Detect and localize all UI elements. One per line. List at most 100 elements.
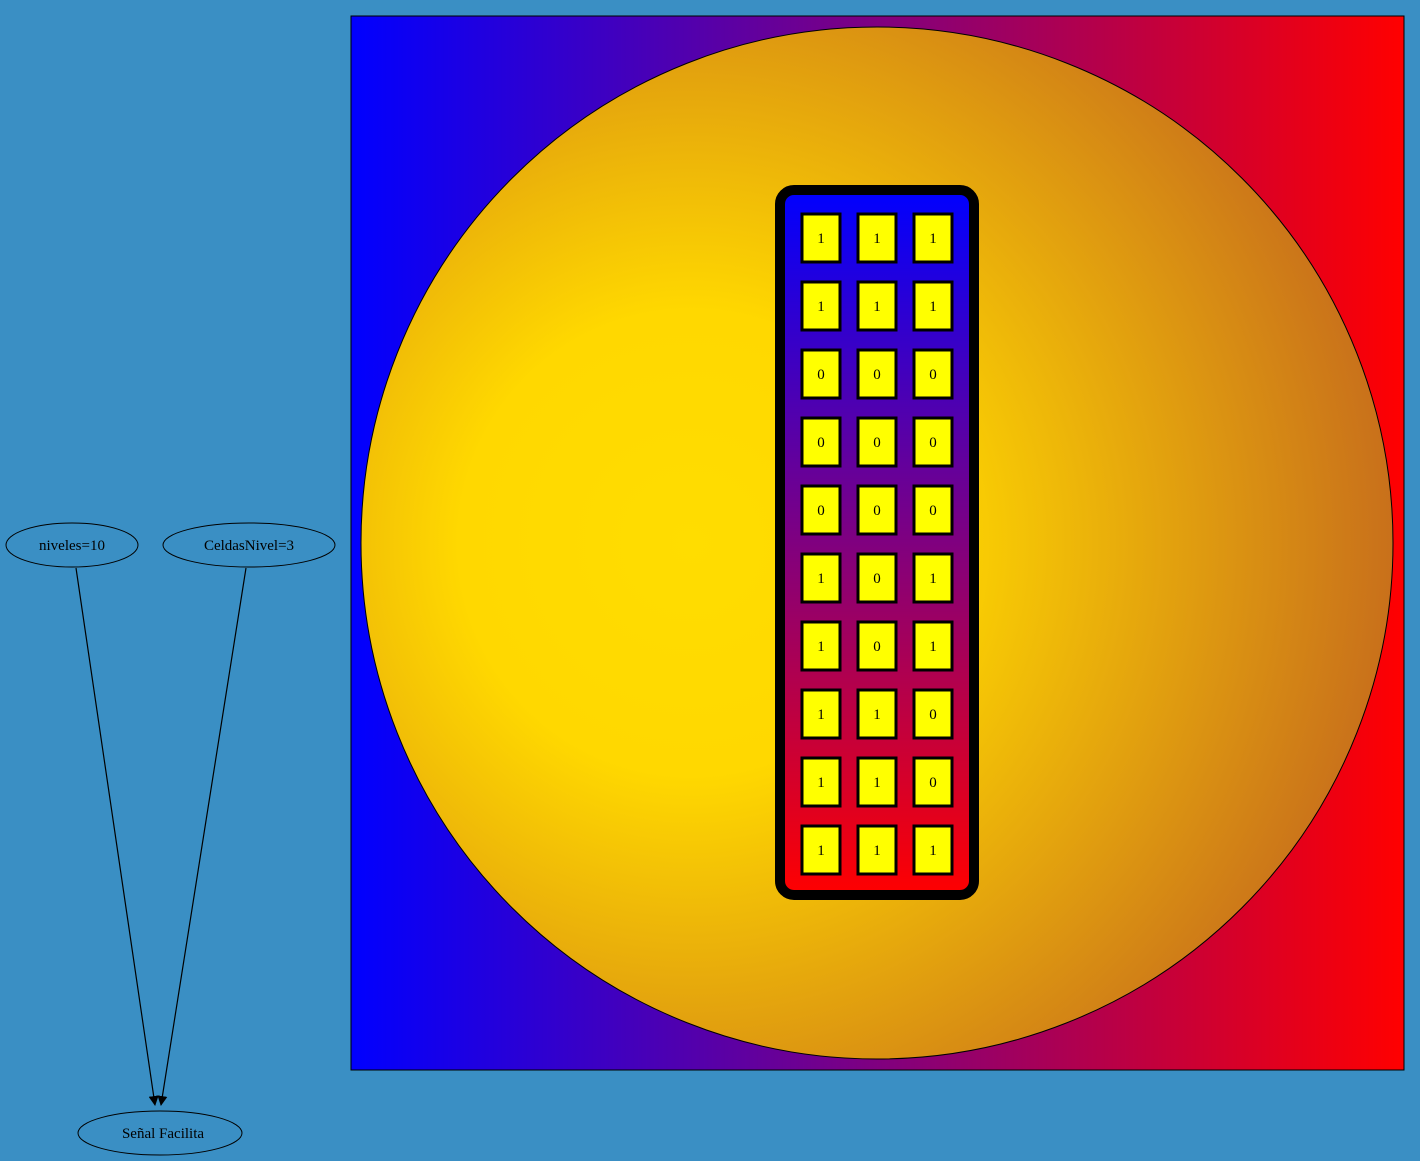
graph-edges xyxy=(75,567,247,1106)
edge-celdas-to-senal xyxy=(157,567,247,1106)
matrix-cell-box xyxy=(856,756,898,808)
matrix-cell-value: 1 xyxy=(817,843,825,859)
matrix-cell: 1 xyxy=(856,688,898,740)
node-niveles-label: niveles=10 xyxy=(39,538,105,554)
matrix-cell-box xyxy=(800,824,842,876)
matrix-cell: 1 xyxy=(856,280,898,332)
matrix-cell-value: 1 xyxy=(929,299,937,315)
matrix-cell-value: 1 xyxy=(817,231,825,247)
matrix-cell-value: 0 xyxy=(929,435,937,451)
matrix-cell: 1 xyxy=(856,212,898,264)
matrix-cell: 0 xyxy=(856,620,898,672)
matrix-cell-value: 1 xyxy=(873,299,881,315)
matrix-cell-value: 0 xyxy=(929,367,937,383)
node-niveles[interactable]: niveles=10 xyxy=(5,522,139,568)
matrix-cell-box xyxy=(800,756,842,808)
matrix-cell: 0 xyxy=(856,416,898,468)
matrix-cell: 0 xyxy=(912,688,954,740)
matrix-cell-box xyxy=(800,416,842,468)
matrix-cell-box xyxy=(800,484,842,536)
matrix-cell-value: 1 xyxy=(817,639,825,655)
matrix-cell: 0 xyxy=(856,348,898,400)
matrix-cell-value: 0 xyxy=(873,639,881,655)
matrix-cell-value: 0 xyxy=(929,503,937,519)
matrix-cell: 0 xyxy=(912,416,954,468)
matrix-cell: 1 xyxy=(912,212,954,264)
matrix-cell-value: 1 xyxy=(929,843,937,859)
matrix-cell-value: 1 xyxy=(873,843,881,859)
matrix-cell-box xyxy=(800,552,842,604)
matrix-cell-value: 0 xyxy=(873,571,881,587)
matrix-cell: 0 xyxy=(856,484,898,536)
matrix-cell: 1 xyxy=(912,280,954,332)
matrix-cell-box xyxy=(800,688,842,740)
node-senal-label: Señal Facilita xyxy=(122,1126,204,1142)
matrix-cell-value: 1 xyxy=(817,775,825,791)
node-celdas[interactable]: CeldasNivel=3 xyxy=(162,522,336,568)
matrix-cell-box xyxy=(856,416,898,468)
node-senal[interactable]: Señal Facilita xyxy=(77,1110,243,1156)
matrix-cell: 1 xyxy=(800,280,842,332)
matrix-cell: 1 xyxy=(912,552,954,604)
matrix-cell: 0 xyxy=(912,756,954,808)
matrix-cell-value: 0 xyxy=(817,503,825,519)
node-celdas-label: CeldasNivel=3 xyxy=(204,538,294,554)
edge-niveles-to-senal xyxy=(75,567,159,1106)
matrix-cell-box xyxy=(856,348,898,400)
matrix-cell-box xyxy=(912,756,954,808)
node-niveles-shape xyxy=(5,522,139,568)
matrix-cell-value: 1 xyxy=(929,231,937,247)
matrix-cell: 0 xyxy=(800,416,842,468)
matrix-cell: 0 xyxy=(856,552,898,604)
matrix-cell: 0 xyxy=(800,348,842,400)
matrix-cell: 0 xyxy=(912,484,954,536)
matrix-cell-value: 1 xyxy=(929,639,937,655)
matrix-cell-value: 1 xyxy=(873,707,881,723)
matrix-cell-box xyxy=(856,688,898,740)
matrix-cell-box xyxy=(912,280,954,332)
matrix-cell-box xyxy=(800,280,842,332)
matrix-cell-box xyxy=(800,348,842,400)
matrix-cell-box xyxy=(800,212,842,264)
matrix-cell-value: 1 xyxy=(873,775,881,791)
matrix-cell-box xyxy=(912,552,954,604)
matrix-cell-box xyxy=(912,348,954,400)
matrix-cell: 0 xyxy=(800,484,842,536)
node-senal-shape xyxy=(77,1110,243,1156)
matrix-cell-box xyxy=(856,484,898,536)
matrix-cell: 1 xyxy=(856,756,898,808)
matrix-cell-box xyxy=(912,824,954,876)
matrix-cell-value: 0 xyxy=(817,435,825,451)
matrix-cell-box xyxy=(912,416,954,468)
matrix-cell-value: 1 xyxy=(817,299,825,315)
matrix-cell-box xyxy=(856,212,898,264)
matrix-cell: 1 xyxy=(800,212,842,264)
matrix-cell-box xyxy=(856,280,898,332)
matrix-cell-box xyxy=(912,620,954,672)
matrix-cell-box xyxy=(912,688,954,740)
matrix-cell: 1 xyxy=(800,756,842,808)
matrix-cell: 1 xyxy=(856,824,898,876)
matrix-cell: 1 xyxy=(912,620,954,672)
matrix-cell: 1 xyxy=(800,552,842,604)
matrix-cell-value: 1 xyxy=(873,231,881,247)
matrix-cell-value: 0 xyxy=(873,435,881,451)
matrix-cell-value: 0 xyxy=(929,707,937,723)
node-celdas-shape xyxy=(162,522,336,568)
matrix-cell-value: 0 xyxy=(929,775,937,791)
matrix-cell-value: 0 xyxy=(873,503,881,519)
matrix-cell: 1 xyxy=(800,824,842,876)
matrix-cell-box xyxy=(912,212,954,264)
matrix-cell: 1 xyxy=(800,688,842,740)
matrix-cell-box xyxy=(800,620,842,672)
matrix-cell-value: 0 xyxy=(873,367,881,383)
matrix-cell-box xyxy=(856,552,898,604)
matrix-cell: 1 xyxy=(912,824,954,876)
matrix-cells: 1 1 1 1 1 1 0 0 0 0 0 0 0 0 0 1 0 1 1 0 1 1 1 0 1 1 0 1 1 1 xyxy=(800,212,954,876)
matrix-cell-value: 1 xyxy=(929,571,937,587)
matrix-cell-value: 1 xyxy=(817,571,825,587)
matrix-cell: 1 xyxy=(800,620,842,672)
matrix-cell-value: 0 xyxy=(817,367,825,383)
matrix-cell: 0 xyxy=(912,348,954,400)
matrix-cell-value: 1 xyxy=(817,707,825,723)
